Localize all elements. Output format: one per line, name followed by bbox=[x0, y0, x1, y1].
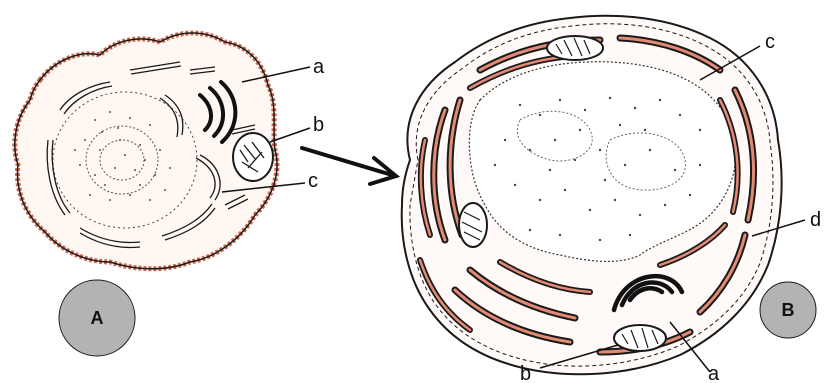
svg-text:B: B bbox=[782, 300, 795, 320]
cell-b: c d a b B bbox=[402, 16, 821, 383]
cell-b-label-a: a bbox=[708, 363, 720, 383]
cell-b-mitochondrion-top bbox=[547, 36, 603, 60]
cell-b-mitochondrion-bottom bbox=[614, 325, 666, 351]
cell-a-label-b: b bbox=[313, 114, 324, 136]
cell-b-label-d: d bbox=[810, 209, 821, 231]
badge-a: A bbox=[59, 280, 135, 356]
badge-b: B bbox=[760, 282, 816, 338]
cell-b-mitochondrion-left bbox=[459, 203, 487, 247]
svg-text:A: A bbox=[91, 308, 104, 328]
cell-b-label-c: c bbox=[765, 31, 775, 53]
cell-a-mitochondrion bbox=[233, 133, 273, 181]
cell-a-label-a: a bbox=[313, 56, 325, 78]
cell-a-label-c: c bbox=[308, 170, 318, 192]
cell-a: a b c A bbox=[15, 33, 325, 356]
cell-b-label-b: b bbox=[520, 363, 531, 383]
